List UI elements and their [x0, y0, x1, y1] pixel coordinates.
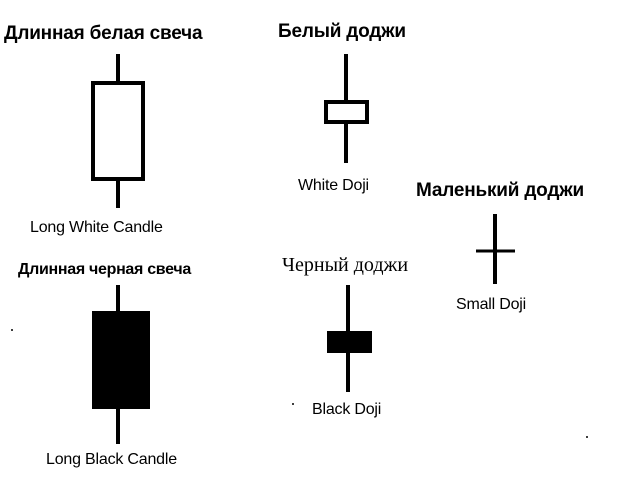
white-doji-title-ru: Белый доджи — [278, 21, 406, 42]
black-doji-body — [327, 331, 372, 353]
scan-speck — [586, 436, 588, 438]
long-white-candle — [91, 54, 145, 208]
long-black-candle-title-ru: Длинная черная свеча — [18, 261, 191, 278]
long-black-candle-body — [92, 311, 150, 409]
scan-speck — [11, 329, 13, 331]
long-black-candle — [92, 285, 150, 444]
long-white-candle-caption: Long White Candle — [30, 219, 163, 236]
long-white-candle-title-ru: Длинная белая свеча — [4, 23, 203, 44]
small-doji — [476, 214, 515, 284]
white-doji-body — [324, 100, 369, 124]
long-white-candle-body — [91, 81, 145, 181]
black-doji-caption: Black Doji — [312, 401, 382, 418]
long-black-candle-caption: Long Black Candle — [46, 451, 177, 468]
white-doji — [324, 54, 369, 163]
scan-speck — [292, 403, 294, 405]
black-doji-title-ru: Черный доджи — [282, 254, 409, 276]
white-doji-caption: White Doji — [298, 177, 369, 194]
small-doji-caption: Small Doji — [456, 296, 527, 313]
black-doji — [327, 285, 372, 392]
small-doji-title-ru: Маленький доджи — [416, 180, 584, 201]
